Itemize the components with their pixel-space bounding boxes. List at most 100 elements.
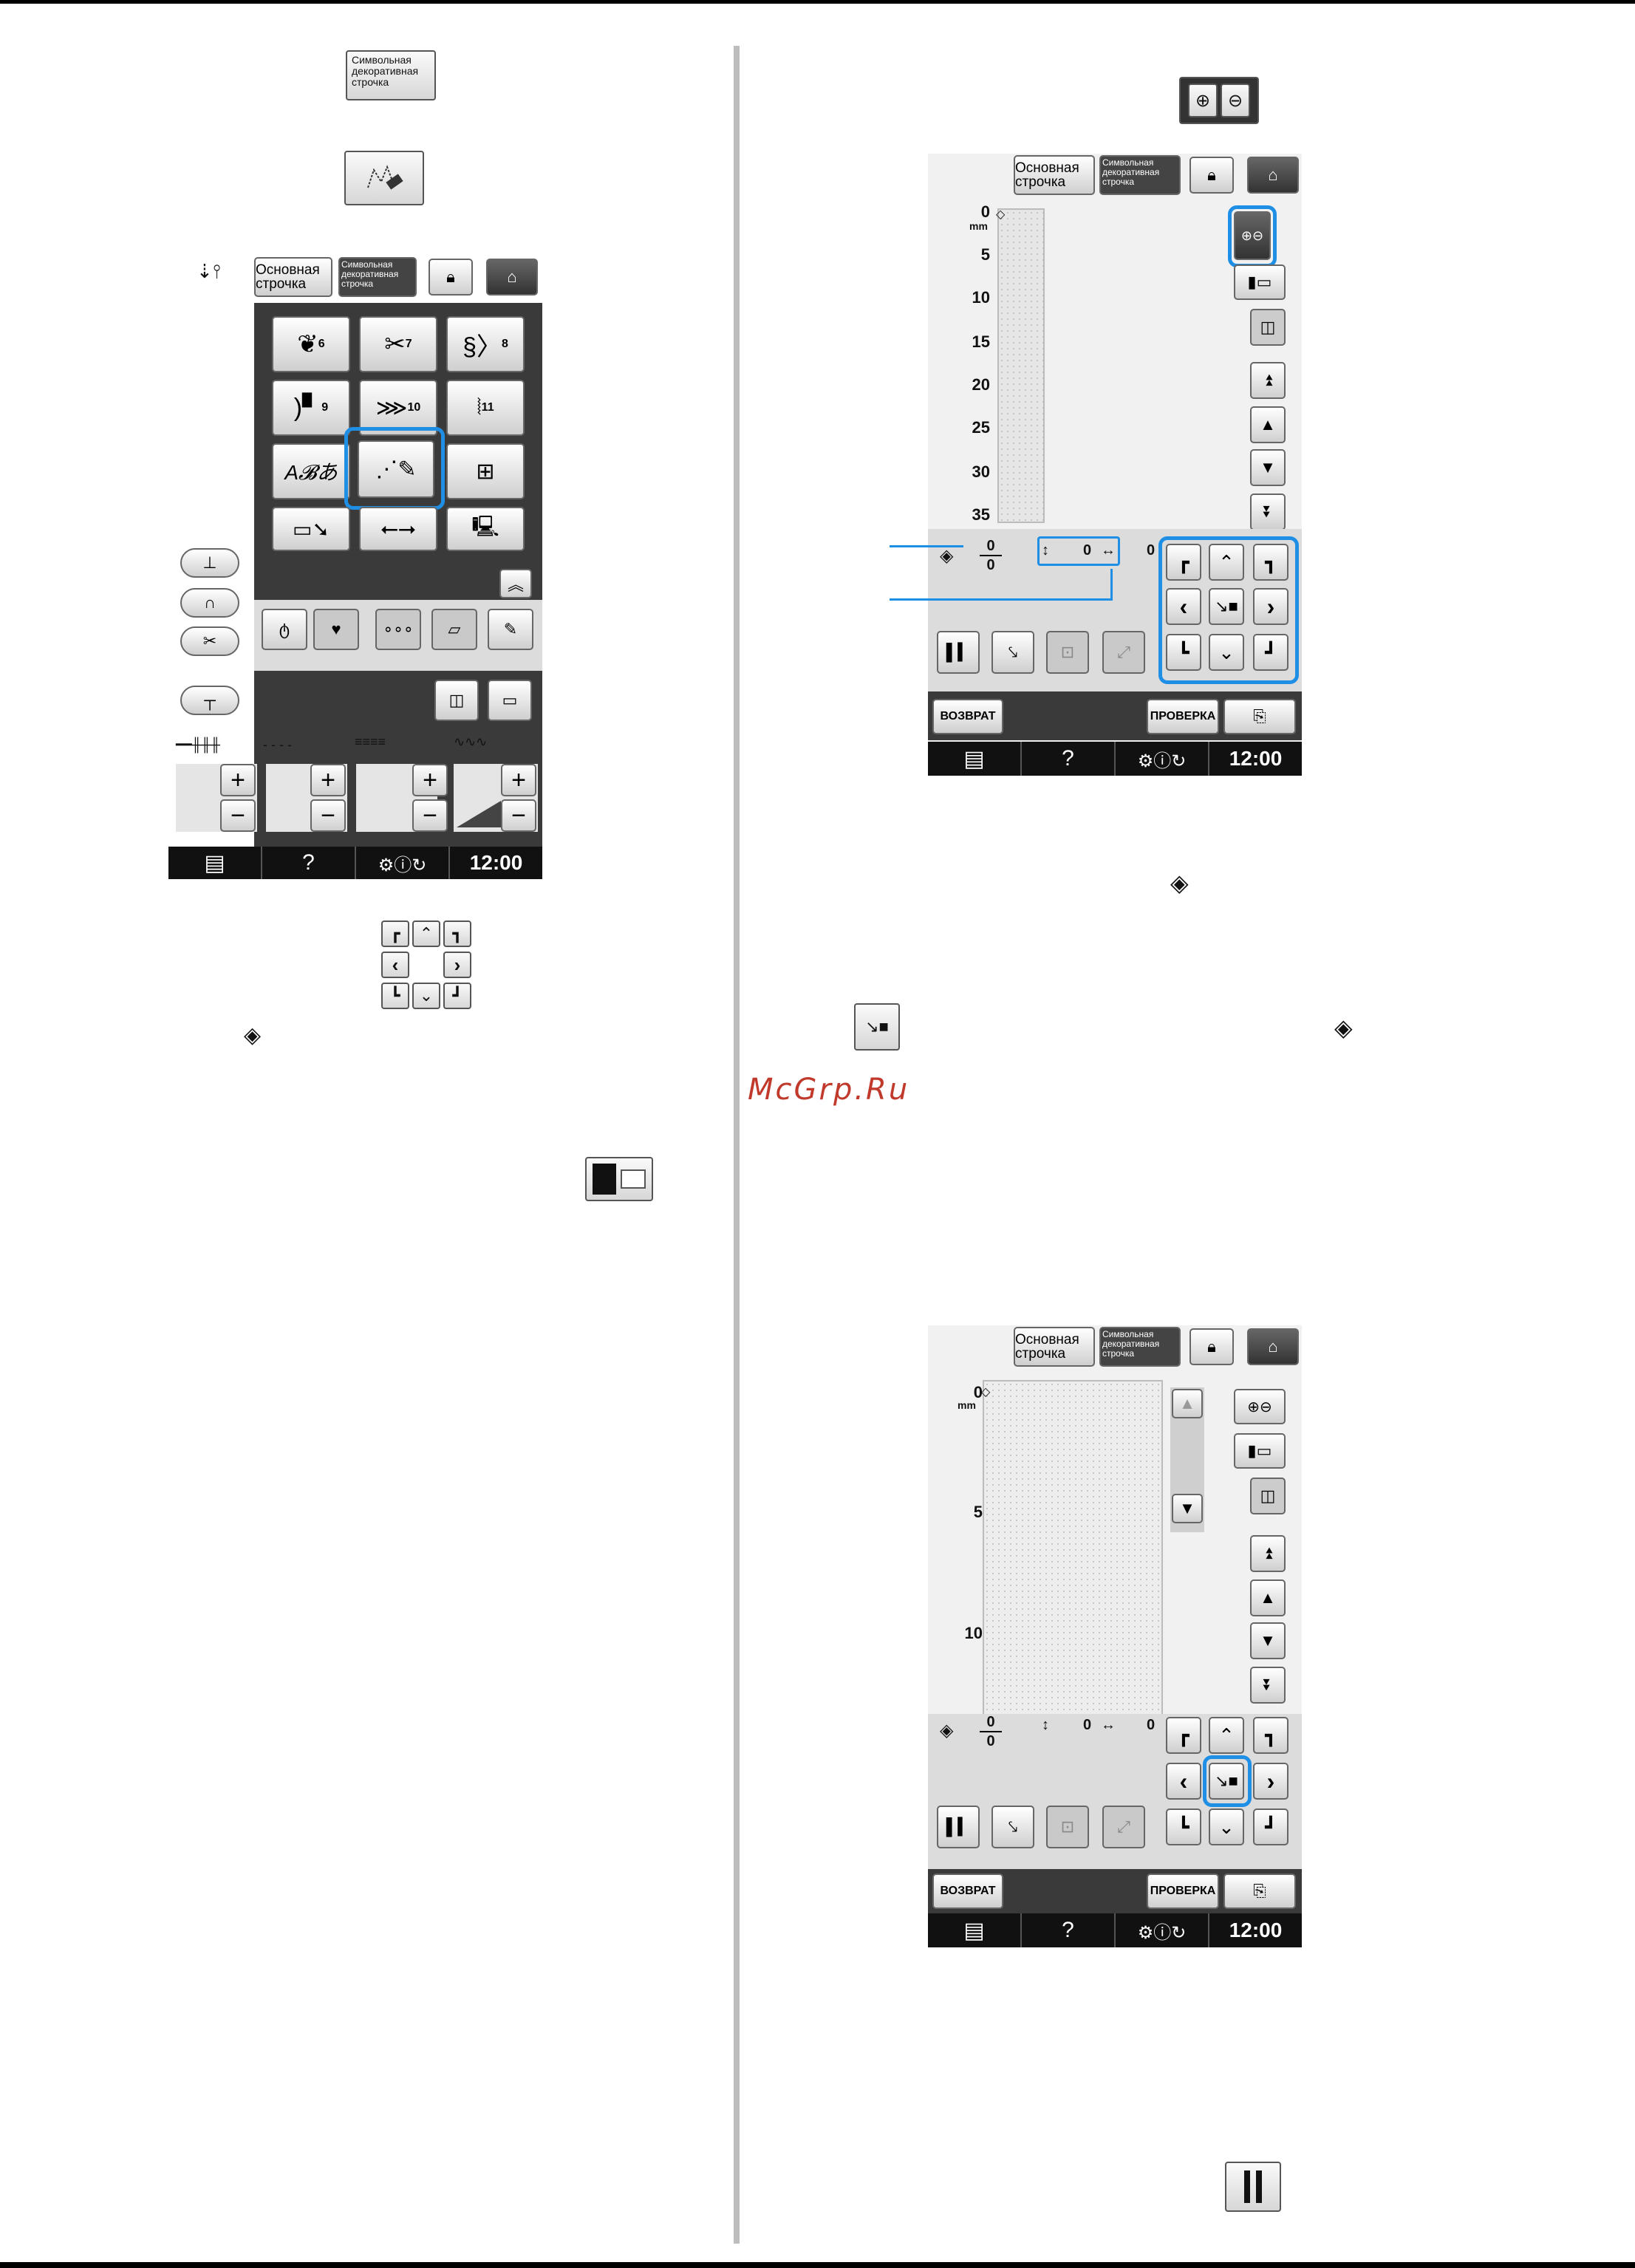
stitch-tool-3[interactable]: ∘∘∘ — [375, 609, 421, 650]
block-move-button[interactable]: ⤢ — [1102, 631, 1145, 674]
status-page-button[interactable]: ▤ — [928, 1913, 1022, 1947]
home-button[interactable]: ⌂ — [486, 259, 538, 296]
lock-button[interactable]: 🔒︎ — [1189, 1328, 1234, 1365]
move-down-left-button[interactable]: ┗ — [1166, 634, 1201, 671]
scroll-up-button[interactable]: ▲ — [1250, 406, 1286, 443]
eraser-button[interactable]: ▱ — [431, 609, 477, 650]
view-toggle-button[interactable]: ▮▭ — [1234, 1433, 1286, 1469]
stitch-category-10[interactable]: ⋙10 — [359, 380, 437, 436]
tab-decorative-stitch[interactable]: Символьная декоративная строчка — [1099, 1327, 1181, 1367]
page-bottom-button[interactable]: ⏬︎ — [1250, 1667, 1286, 1704]
increase-button-4[interactable]: + — [501, 764, 536, 796]
scroll-down-button[interactable]: ▼ — [1250, 449, 1286, 486]
mirror-button[interactable]: ◫ — [434, 680, 479, 721]
move-down-button[interactable]: ⌄ — [1209, 1808, 1244, 1845]
move-up-button[interactable]: ⌃ — [1209, 544, 1244, 581]
set-point-button[interactable]: ↘■ — [1209, 1763, 1244, 1800]
move-down-left-button[interactable]: ┗ — [1166, 1808, 1201, 1845]
move-down-right-button[interactable]: ┛ — [1253, 634, 1288, 671]
back-button[interactable]: ВОЗВРАТ — [932, 699, 1003, 734]
move-left-button[interactable]: ‹ — [1166, 588, 1201, 625]
stitch-canvas[interactable] — [983, 1380, 1163, 1715]
pencil-button[interactable]: ✎ — [488, 609, 533, 650]
tab-basic-stitch[interactable]: Основная строчка — [254, 257, 332, 297]
delete-point-button[interactable]: ⊡ — [1046, 631, 1089, 674]
settings-button[interactable]: ⚙ⓘ↻ — [356, 847, 450, 879]
scroll-up-button[interactable]: ▲ — [1250, 1579, 1286, 1616]
needle-position-button[interactable]: ┬ — [180, 686, 239, 715]
stitch-category-7[interactable]: ✂︎7 — [359, 316, 437, 372]
back-button[interactable]: ВОЗВРАТ — [932, 1874, 1003, 1909]
block-move-button[interactable]: ⤢ — [1102, 1806, 1145, 1848]
zoom-button[interactable]: ⊕⊖ — [1234, 211, 1271, 260]
page-bottom-button[interactable]: ⏬︎ — [1250, 493, 1286, 530]
status-page-button[interactable]: ▤ — [168, 847, 262, 879]
reverse-button[interactable]: ∩ — [180, 588, 239, 618]
canvas-scroll-down-button[interactable]: ▼ — [1172, 1494, 1203, 1523]
move-down-right-button[interactable]: ┛ — [1253, 1808, 1288, 1845]
mirror-button[interactable]: ◫ — [1250, 309, 1286, 346]
settings-button[interactable]: ⚙ⓘ↻ — [1116, 742, 1209, 776]
stitch-category-6[interactable]: ❦6 — [272, 316, 350, 372]
decrease-button-3[interactable]: − — [412, 799, 448, 832]
decrease-button-4[interactable]: − — [501, 799, 536, 832]
move-down-button[interactable]: ⌄ — [1209, 634, 1244, 671]
canvas-scroll-up-button[interactable]: ▲ — [1172, 1389, 1203, 1418]
set-point-button[interactable]: ↘■ — [1209, 588, 1244, 625]
status-page-button[interactable]: ▤ — [928, 742, 1022, 776]
decrease-button-1[interactable]: − — [220, 799, 256, 832]
help-button[interactable]: ? — [1022, 742, 1116, 776]
home-button[interactable]: ⌂ — [1247, 1328, 1299, 1365]
computer-button[interactable]: 🖳︎ — [446, 507, 525, 551]
mirror-button[interactable]: ◫ — [1250, 1478, 1286, 1514]
tab-basic-stitch[interactable]: Основная строчка — [1014, 155, 1095, 195]
settings-button[interactable]: ⚙ⓘ↻ — [1116, 1913, 1209, 1947]
tab-decorative-stitch[interactable]: Символьная декоративная строчка — [1099, 155, 1181, 195]
my-custom-stitch-button[interactable]: ⋰✎ — [358, 440, 434, 498]
thread-cutter-button[interactable]: ✂︎ — [180, 626, 239, 656]
help-button[interactable]: ? — [262, 847, 356, 879]
insert-point-button[interactable]: ⤥ — [991, 631, 1034, 674]
set-button[interactable]: ⎘ — [1223, 1874, 1296, 1909]
move-up-left-button[interactable]: ┏ — [1166, 544, 1201, 581]
insert-point-button[interactable]: ⤥ — [991, 1806, 1034, 1848]
lock-button[interactable]: 🔒︎ — [429, 259, 473, 296]
move-up-left-button[interactable]: ┏ — [1166, 1717, 1201, 1754]
move-up-right-button[interactable]: ┓ — [1253, 544, 1288, 581]
set-button[interactable]: ⎘ — [1223, 699, 1296, 734]
stitch-tool-2[interactable]: ♥ — [313, 609, 359, 650]
stitch-thickness-button[interactable]: ▌▍ — [937, 631, 980, 674]
check-button[interactable]: ПРОВЕРКА — [1147, 1874, 1219, 1909]
stitch-category-8[interactable]: §〉8 — [446, 316, 525, 372]
memory-button[interactable]: ▭➘ — [272, 507, 350, 551]
stitch-category-11[interactable]: ⦚11 — [446, 380, 525, 436]
home-button[interactable]: ⌂ — [1247, 157, 1299, 194]
move-up-right-button[interactable]: ┓ — [1253, 1717, 1288, 1754]
character-stitch-button[interactable]: A𝓑あ — [272, 443, 350, 499]
check-button[interactable]: ПРОВЕРКА — [1147, 699, 1219, 734]
stitch-category-9[interactable]: )▘9 — [272, 380, 350, 436]
usb-button[interactable]: ⭠⭢ — [359, 507, 437, 551]
stitch-tool-1[interactable]: ტ — [262, 609, 307, 650]
stitch-thickness-button[interactable]: ▌▍ — [937, 1806, 980, 1848]
page-top-button[interactable]: ⏫︎ — [1250, 1535, 1286, 1572]
expand-button[interactable]: ︽ — [499, 569, 532, 598]
stitch-canvas[interactable] — [997, 208, 1045, 523]
move-right-button[interactable]: › — [1253, 1763, 1288, 1800]
help-button[interactable]: ? — [1022, 1913, 1116, 1947]
decrease-button-2[interactable]: − — [310, 799, 346, 832]
presser-foot-button[interactable]: ⊥ — [180, 548, 239, 578]
tab-decorative-stitch[interactable]: Символьная декоративная строчка — [338, 257, 417, 297]
delete-point-button[interactable]: ⊡ — [1046, 1806, 1089, 1848]
increase-button-3[interactable]: + — [412, 764, 448, 796]
increase-button-1[interactable]: + — [220, 764, 256, 796]
zoom-button[interactable]: ⊕⊖ — [1234, 1389, 1286, 1424]
page-top-button[interactable]: ⏫︎ — [1250, 362, 1286, 399]
view-button[interactable]: ▭ — [488, 680, 532, 721]
move-left-button[interactable]: ‹ — [1166, 1763, 1201, 1800]
scroll-down-button[interactable]: ▼ — [1250, 1622, 1286, 1659]
increase-button-2[interactable]: + — [310, 764, 346, 796]
move-right-button[interactable]: › — [1253, 588, 1288, 625]
view-toggle-button[interactable]: ▮▭ — [1234, 264, 1286, 300]
tab-basic-stitch[interactable]: Основная строчка — [1014, 1327, 1095, 1367]
